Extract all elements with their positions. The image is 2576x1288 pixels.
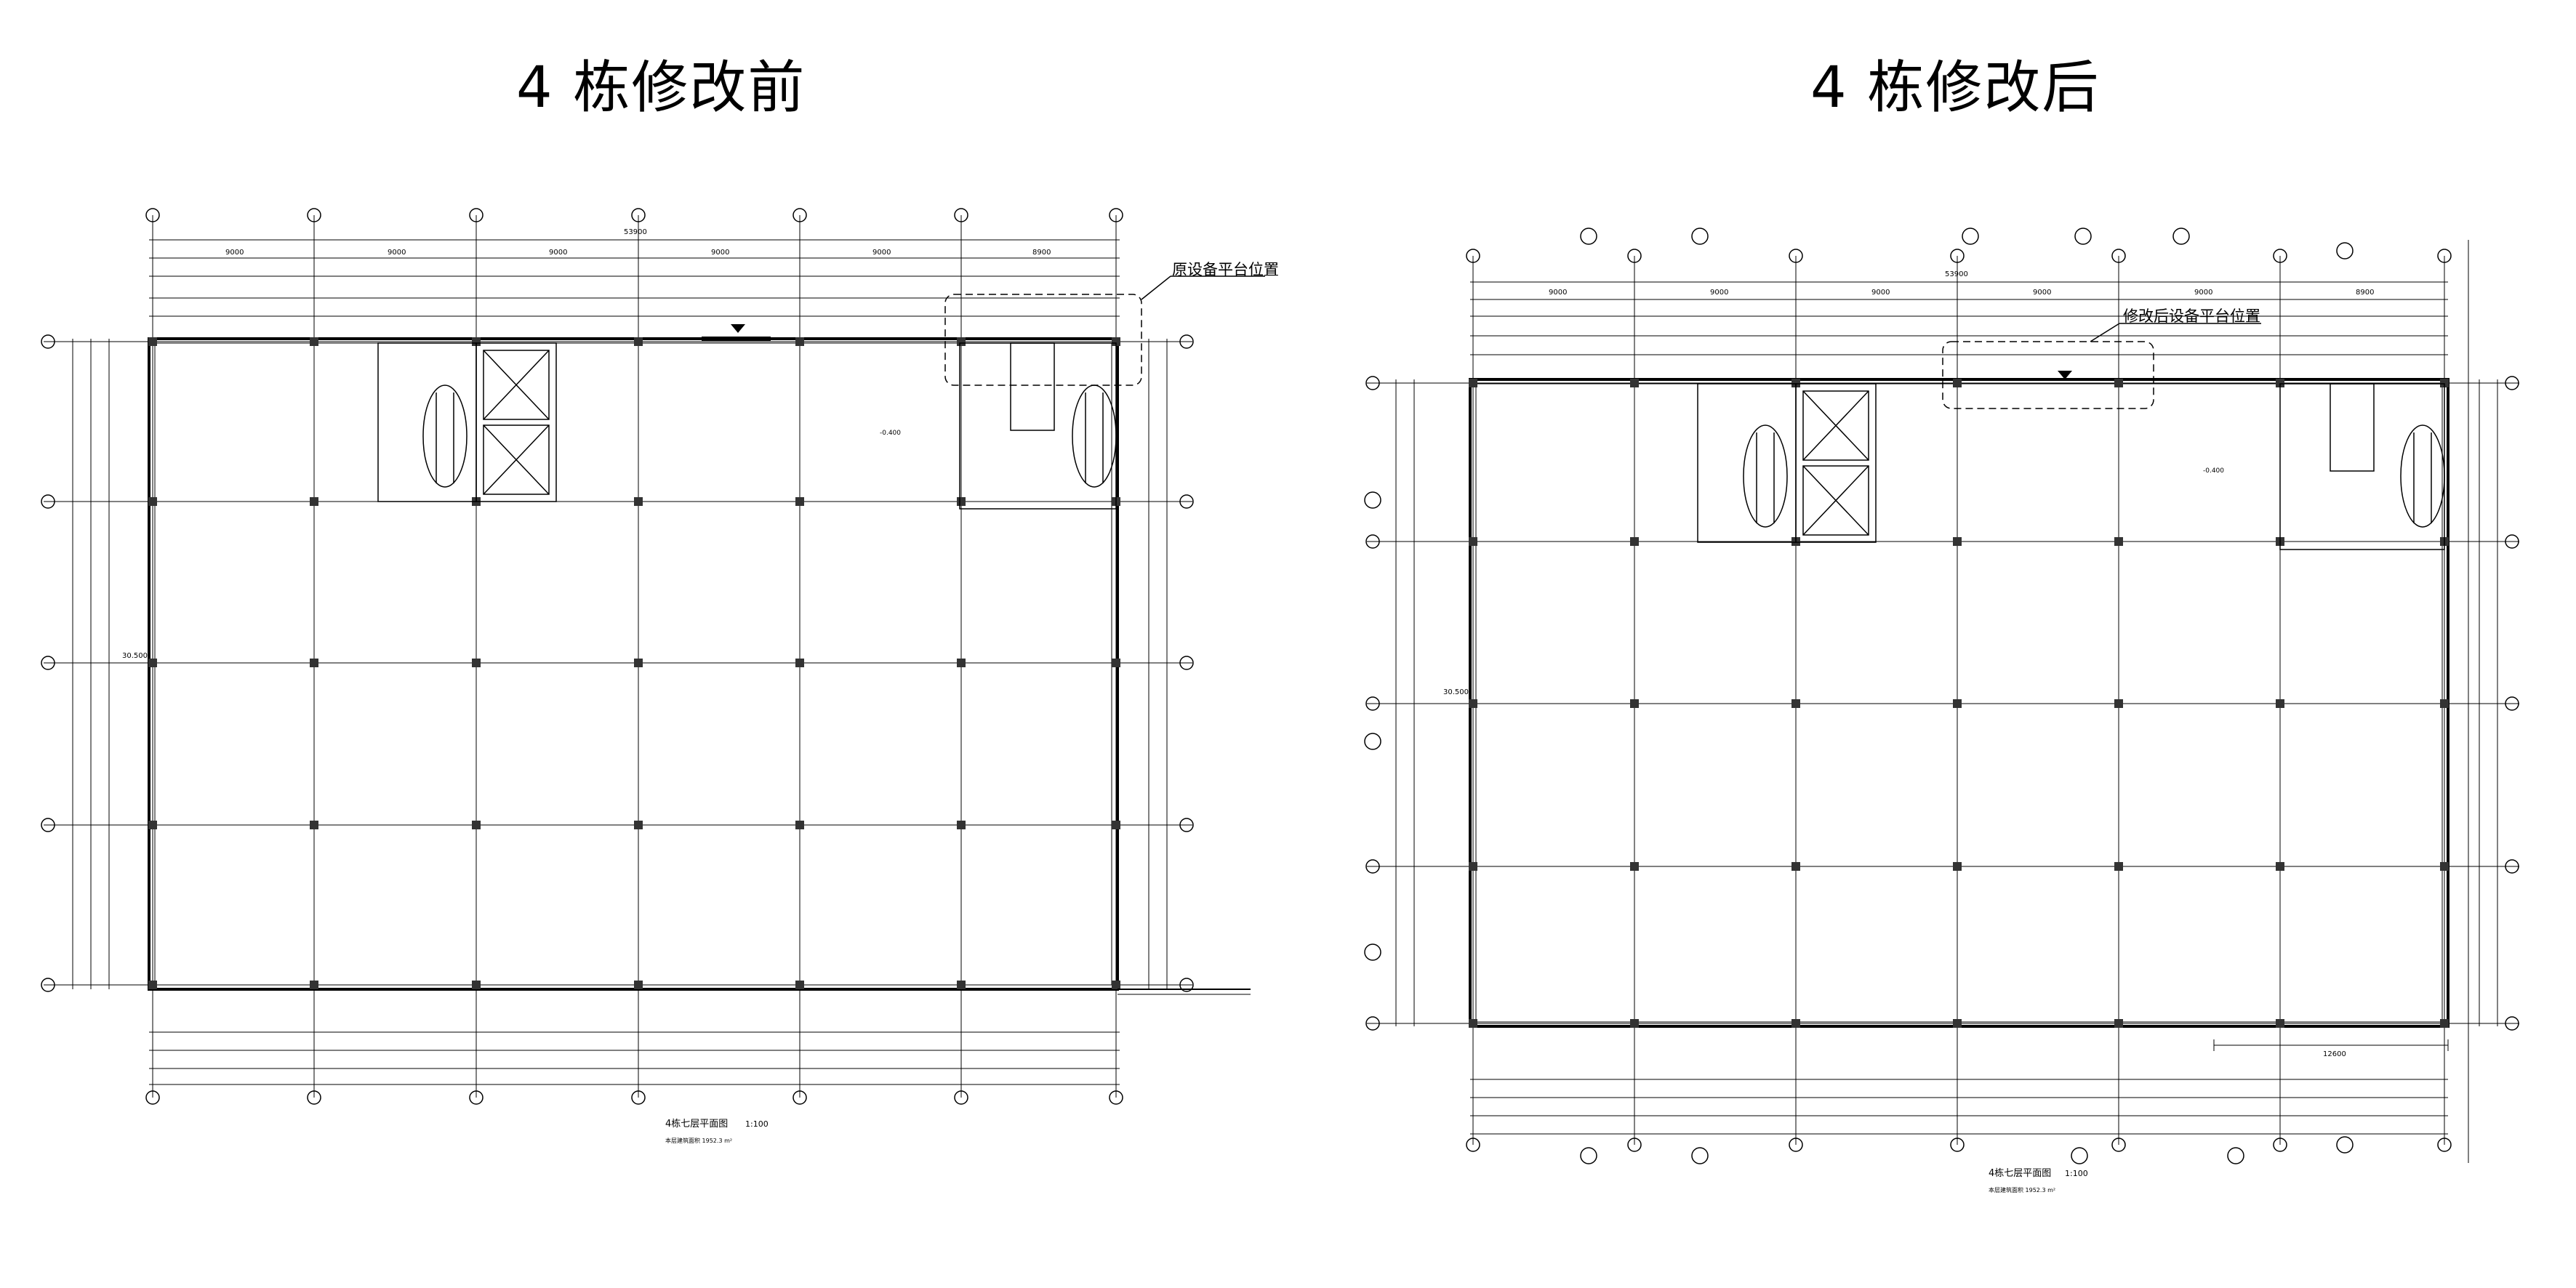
floor-plan-before bbox=[41, 208, 1265, 1105]
title-before: 4 栋修改前 bbox=[516, 55, 806, 121]
slab-note-after: -0.400 bbox=[2203, 467, 2224, 475]
stair-core-right bbox=[2279, 383, 2445, 550]
elevator-shafts bbox=[1795, 383, 1877, 543]
bay-dim-before-4: 9000 bbox=[711, 249, 729, 257]
overall-dim-before: 53900 bbox=[624, 228, 647, 236]
title-after: 4 栋修改后 bbox=[1810, 55, 2100, 121]
bay-dim-before-2: 9000 bbox=[388, 249, 406, 257]
caption-before: 4栋七层平面图 bbox=[665, 1118, 728, 1130]
bay-dim-before-6: 8900 bbox=[1032, 249, 1051, 257]
bay-dim-after-6: 8900 bbox=[2356, 289, 2374, 297]
slab-note-before: -0.400 bbox=[880, 430, 901, 437]
stair-core-left bbox=[377, 342, 477, 502]
caption-after: 4栋七层平面图 bbox=[1989, 1167, 2051, 1179]
area-note-before: 本层建筑面积 1952.3 m² bbox=[665, 1137, 732, 1144]
callout-after: 修改后设备平台位置 bbox=[2123, 307, 2260, 325]
bay-dim-before-1: 9000 bbox=[225, 249, 244, 257]
outer-wall bbox=[148, 337, 1119, 991]
stair-core-right bbox=[959, 342, 1117, 510]
bay-dim-before-5: 9000 bbox=[872, 249, 891, 257]
floor-plan-after bbox=[1364, 228, 2519, 1164]
elevation-after: 30.500 bbox=[1443, 688, 1469, 696]
bay-dim-after-3: 9000 bbox=[1871, 289, 1890, 297]
scale-before: 1:100 bbox=[745, 1119, 769, 1129]
elevation-before: 30.500 bbox=[122, 652, 148, 660]
bay-dim-after-4: 9000 bbox=[2033, 289, 2051, 297]
bay-dim-before-3: 9000 bbox=[549, 249, 567, 257]
bay-dim-after-1: 9000 bbox=[1549, 289, 1567, 297]
modified-equipment-platform bbox=[1942, 341, 2154, 409]
elevator-shafts bbox=[476, 342, 557, 502]
inner-wall-line bbox=[154, 342, 1112, 986]
bay-dim-after-5: 9000 bbox=[2194, 289, 2212, 297]
overall-dim-after: 53900 bbox=[1945, 270, 1968, 278]
bay-dim-after-2: 9000 bbox=[1710, 289, 1728, 297]
extra-dim-after: 12600 bbox=[2323, 1050, 2346, 1058]
stair-core-left bbox=[1697, 383, 1797, 543]
callout-before: 原设备平台位置 bbox=[1172, 261, 1279, 278]
area-note-after: 本层建筑面积 1952.3 m² bbox=[1989, 1186, 2055, 1194]
scale-after: 1:100 bbox=[2065, 1169, 2088, 1178]
